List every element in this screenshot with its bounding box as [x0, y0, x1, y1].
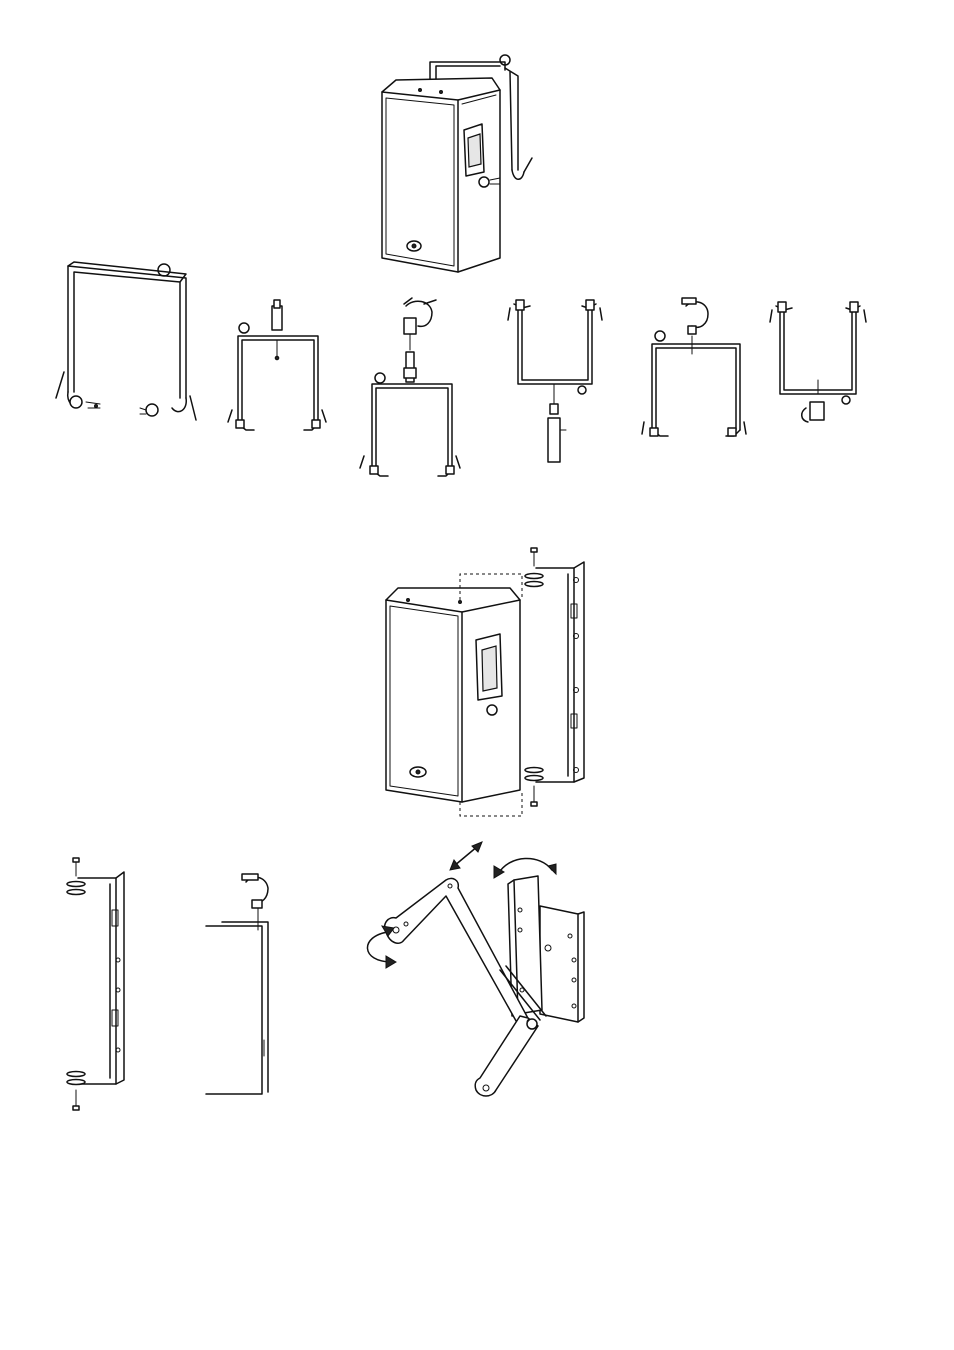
- pipe-clamp: [682, 298, 708, 354]
- cabinet-handle: [476, 634, 502, 700]
- u-bracket-with-clamp: [642, 298, 746, 436]
- articulated-wall-mount: [367, 842, 584, 1096]
- u-bracket-pole-below: [508, 300, 602, 462]
- bracket-knob: [479, 177, 489, 187]
- wall-bracket-side: [67, 858, 124, 1110]
- speaker-with-u-bracket: [382, 55, 532, 272]
- pipe-clamp: [404, 298, 436, 350]
- tilt-arrow-top: [450, 842, 482, 870]
- speaker-with-wall-bracket: [386, 548, 584, 816]
- wall-plate: [540, 906, 584, 1022]
- wall-bracket: [525, 548, 584, 806]
- u-bracket-inverted-with-clamp: [770, 302, 866, 422]
- u-bracket-top-pin: [228, 300, 326, 430]
- cabinet-handle: [464, 124, 484, 176]
- speaker-cabinet: [382, 78, 500, 272]
- pipe-clamp: [802, 402, 824, 422]
- speaker-cabinet: [386, 588, 520, 802]
- u-bracket-with-clamp-pole: [360, 298, 460, 476]
- wall-bracket-with-clamp: [206, 874, 268, 1094]
- pipe-clamp: [242, 874, 268, 908]
- u-bracket-exploded: [56, 262, 196, 420]
- swivel-arrow-top: [494, 858, 556, 878]
